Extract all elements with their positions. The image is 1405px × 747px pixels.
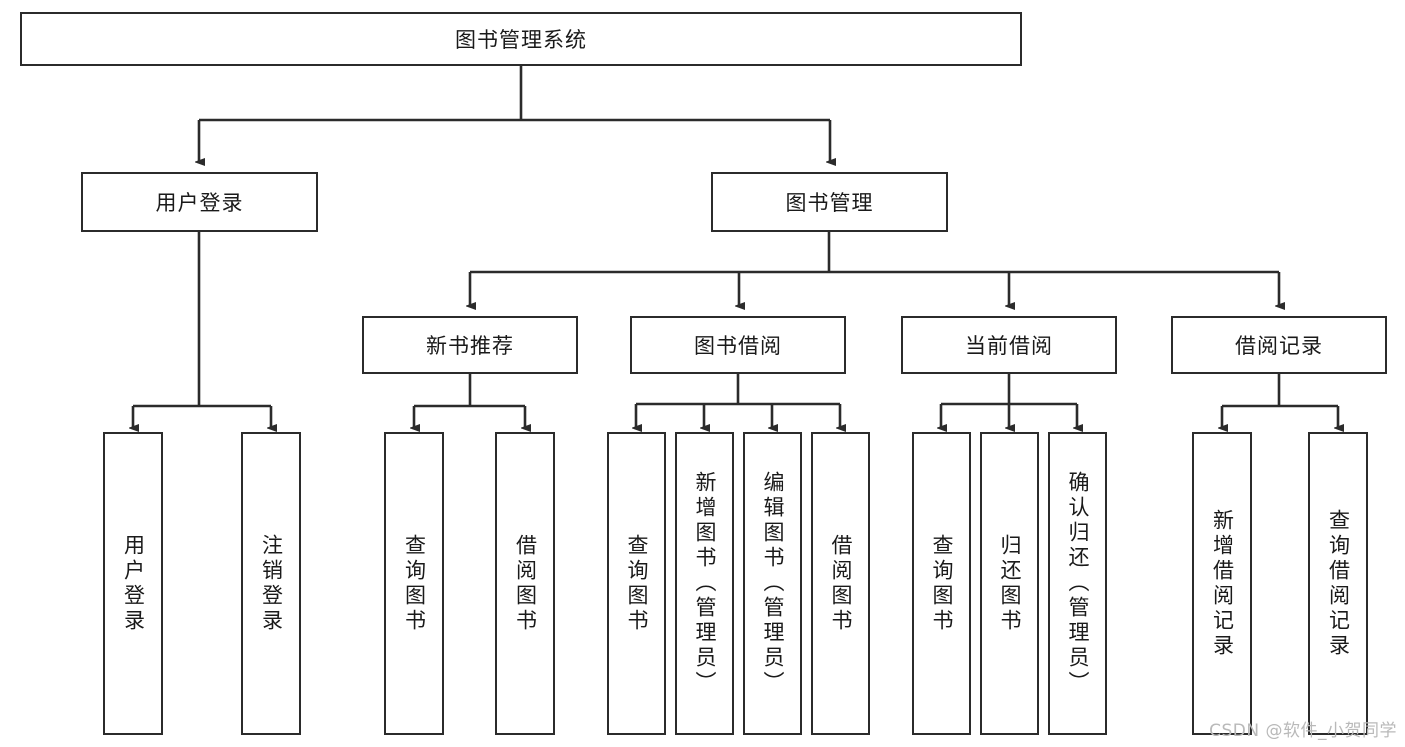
leaf-query-book-recommend[interactable]: 查询图书 <box>384 432 444 735</box>
leaf-edit-book-admin[interactable]: 编辑图书（管理员） <box>743 432 802 735</box>
node-label: 注销登录 <box>259 533 284 634</box>
leaf-add-book-admin[interactable]: 新增图书（管理员） <box>675 432 734 735</box>
node-label: 查询图书 <box>930 533 954 634</box>
node-book-borrow[interactable]: 图书借阅 <box>630 316 846 374</box>
node-label: 查询图书 <box>625 533 649 634</box>
node-label: 图书管理 <box>785 191 874 215</box>
node-label: 用户登录 <box>155 191 244 215</box>
node-label: 归还图书 <box>998 533 1022 634</box>
leaf-user-login[interactable]: 用户登录 <box>103 432 163 735</box>
leaf-query-borrow-record[interactable]: 查询借阅记录 <box>1308 432 1368 735</box>
node-label: 编辑图书（管理员） <box>761 471 785 696</box>
node-label: 新书推荐 <box>426 334 514 358</box>
node-label: 用户登录 <box>121 533 146 634</box>
node-label: 借阅图书 <box>513 533 538 634</box>
leaf-logout[interactable]: 注销登录 <box>241 432 301 735</box>
node-label: 图书管理系统 <box>455 28 587 52</box>
node-root-system[interactable]: 图书管理系统 <box>20 12 1022 66</box>
node-label: 新增借阅记录 <box>1210 508 1235 659</box>
node-label: 当前借阅 <box>965 334 1053 358</box>
node-label: 查询图书 <box>402 533 427 634</box>
node-label: 图书借阅 <box>694 334 782 358</box>
leaf-confirm-return-admin[interactable]: 确认归还（管理员） <box>1048 432 1107 735</box>
node-label: 借阅图书 <box>829 533 853 634</box>
node-label: 查询借阅记录 <box>1326 508 1351 659</box>
watermark-text: CSDN @软件_小贺同学 <box>1209 721 1397 741</box>
node-current-borrow[interactable]: 当前借阅 <box>901 316 1117 374</box>
leaf-query-book-current[interactable]: 查询图书 <box>912 432 971 735</box>
node-label: 新增图书（管理员） <box>693 471 717 696</box>
leaf-query-book-borrow[interactable]: 查询图书 <box>607 432 666 735</box>
node-borrow-record[interactable]: 借阅记录 <box>1171 316 1387 374</box>
leaf-borrow-book-recommend[interactable]: 借阅图书 <box>495 432 555 735</box>
node-label: 确认归还（管理员） <box>1066 471 1090 696</box>
leaf-return-book[interactable]: 归还图书 <box>980 432 1039 735</box>
node-label: 借阅记录 <box>1235 334 1323 358</box>
leaf-borrow-book[interactable]: 借阅图书 <box>811 432 870 735</box>
node-user-login[interactable]: 用户登录 <box>81 172 318 232</box>
node-book-management[interactable]: 图书管理 <box>711 172 948 232</box>
node-new-book-recommendation[interactable]: 新书推荐 <box>362 316 578 374</box>
leaf-add-borrow-record[interactable]: 新增借阅记录 <box>1192 432 1252 735</box>
